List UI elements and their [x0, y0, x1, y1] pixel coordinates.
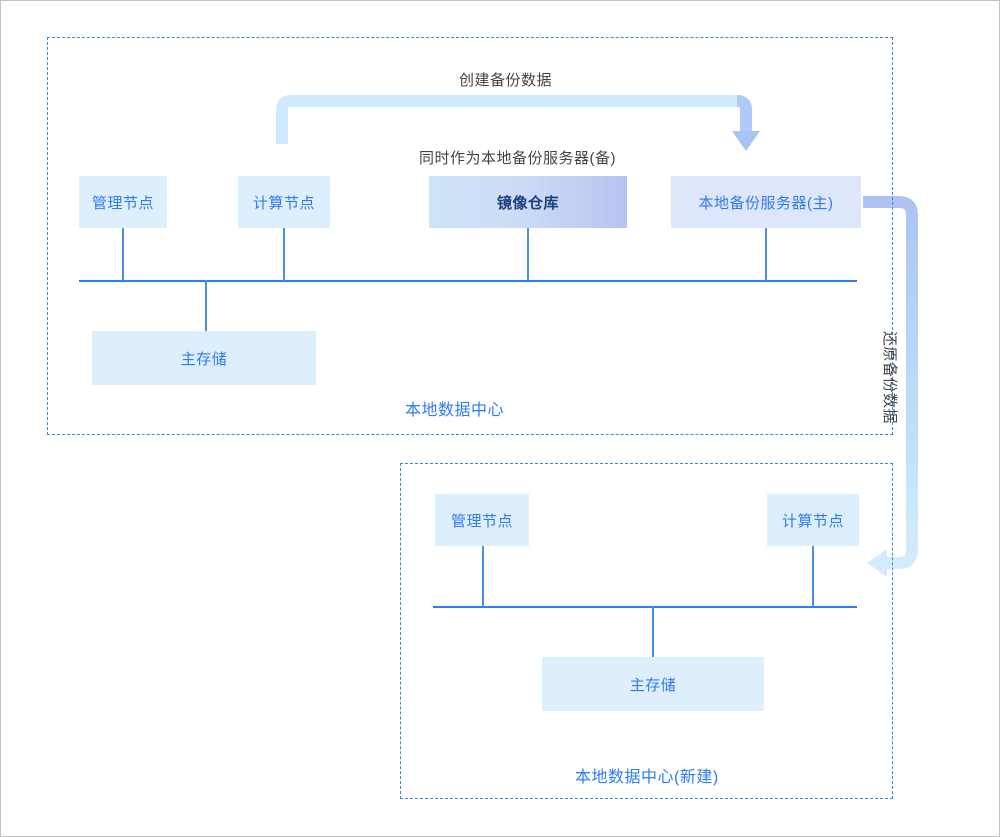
- connector-storage-bottom: [652, 606, 654, 658]
- connector-mgmt-bottom: [482, 546, 484, 607]
- annotation-create-backup: 创建备份数据: [459, 72, 553, 89]
- connector-compute-top: [283, 228, 285, 281]
- annotation-restore-backup: 还原备份数据: [881, 331, 898, 425]
- connector-mgmt-top: [122, 228, 124, 281]
- zone-label-local-data-center-new: 本地数据中心(新建): [575, 769, 719, 786]
- node-image-registry[interactable]: 镜像仓库: [429, 176, 627, 228]
- bus-line-top: [79, 280, 857, 282]
- zone-local-data-center-new: [400, 463, 893, 799]
- zone-local-data-center: [47, 37, 893, 435]
- connector-backup-server: [765, 228, 767, 281]
- connector-registry: [527, 228, 529, 281]
- node-local-backup-server-primary[interactable]: 本地备份服务器(主): [671, 176, 861, 228]
- node-primary-storage-bottom[interactable]: 主存储: [542, 657, 764, 711]
- node-compute-node-bottom[interactable]: 计算节点: [767, 494, 859, 546]
- annotation-dual-role: 同时作为本地备份服务器(备): [419, 150, 616, 167]
- zone-label-local-data-center: 本地数据中心: [405, 402, 505, 419]
- node-management-node-bottom[interactable]: 管理节点: [435, 494, 529, 546]
- node-management-node-top[interactable]: 管理节点: [79, 176, 167, 228]
- connector-compute-bottom: [812, 546, 814, 607]
- node-compute-node-top[interactable]: 计算节点: [238, 176, 330, 228]
- connector-storage-top: [205, 280, 207, 332]
- node-primary-storage-top[interactable]: 主存储: [92, 331, 316, 385]
- bus-line-bottom: [433, 606, 857, 608]
